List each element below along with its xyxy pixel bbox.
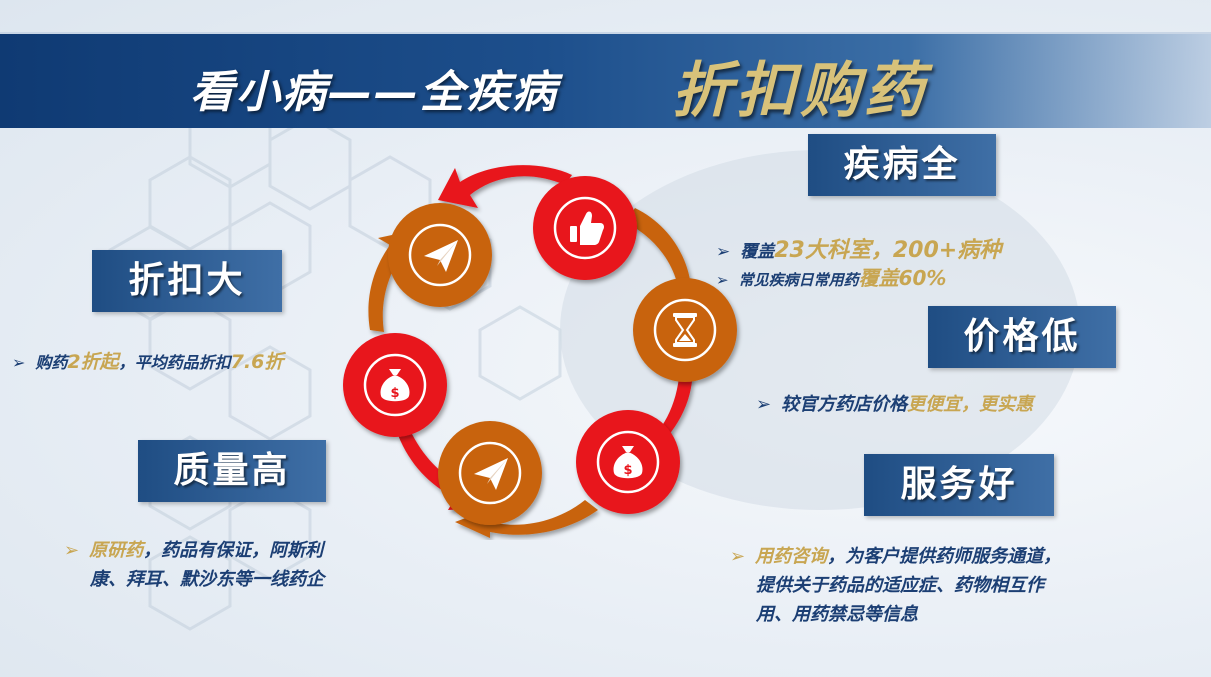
label-price-low: 价格低 [928, 306, 1116, 368]
cycle-arrow [438, 165, 572, 208]
money-bag-icon: $ [380, 369, 410, 402]
paper-plane-icon [474, 458, 508, 490]
title-part2: 折扣购药 [672, 56, 928, 126]
title-banner: 看小病——全疾病 折扣购药 [0, 32, 1211, 128]
bullet-price: ➢较官方药店价格更便宜，更实惠 [756, 394, 1034, 415]
bullet-service-line1: ➢用药咨询，为客户提供药师服务通道， [730, 546, 1062, 567]
bullet-arrow-icon: ➢ [12, 353, 26, 372]
thumbs-up-icon [570, 211, 604, 245]
bullet-discount: ➢购药2折起，平均药品折扣7.6折 [12, 351, 284, 373]
bullet-quality-line2: 康、拜耳、默沙东等一线药企 [90, 569, 324, 590]
cycle-diagram: $ $ [343, 165, 737, 538]
bullet-service-line3: 用、用药禁忌等信息 [756, 604, 918, 625]
bullet-disease-coverage: ➢覆盖23大科室，200+病种 [716, 238, 1002, 263]
svg-text:$: $ [390, 386, 399, 401]
bullet-common-drugs: ➢常见疾病日常用药覆盖60% [716, 266, 947, 290]
bullet-arrow-icon: ➢ [716, 271, 729, 289]
cycle-node-hourglass [633, 278, 737, 382]
title-part1: 看小病——全疾病 [190, 67, 558, 118]
label-quality-high: 质量高 [138, 440, 326, 502]
bullet-service-line2: 提供关于药品的适应症、药物相互作 [756, 575, 1044, 596]
label-service-good: 服务好 [864, 454, 1054, 516]
label-disease-full: 疾病全 [808, 134, 996, 196]
bullet-arrow-icon: ➢ [756, 394, 772, 415]
bullet-arrow-icon: ➢ [730, 546, 746, 567]
paper-plane-icon [424, 240, 458, 272]
bullet-arrow-icon: ➢ [64, 540, 80, 561]
label-discount-big: 折扣大 [92, 250, 282, 312]
bullet-arrow-icon: ➢ [716, 242, 731, 262]
money-bag-icon: $ [613, 446, 643, 479]
bullet-quality-line1: ➢原研药，药品有保证，阿斯利 [64, 540, 324, 561]
hourglass-icon [673, 313, 697, 347]
svg-text:$: $ [623, 463, 632, 478]
